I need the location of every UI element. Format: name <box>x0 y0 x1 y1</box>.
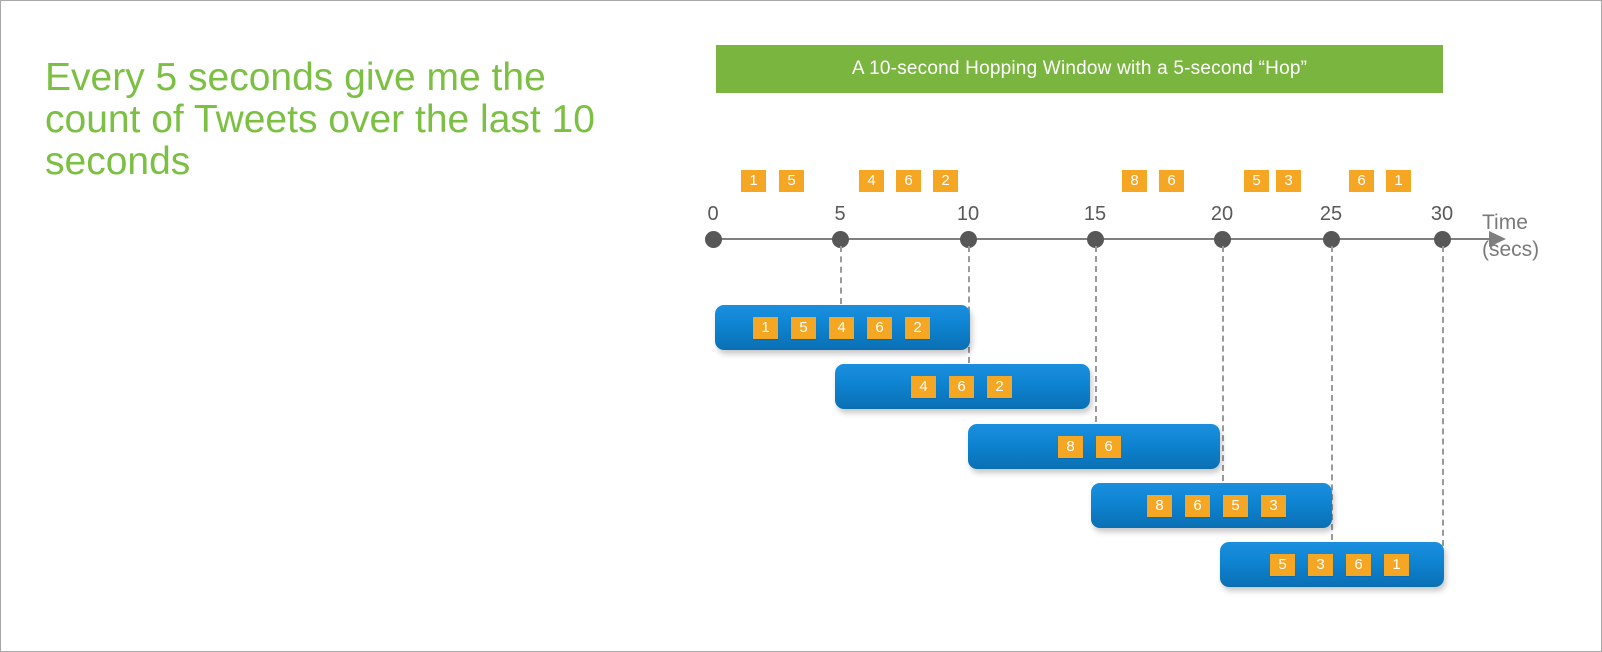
window-boundary-dashed-line <box>1222 246 1224 481</box>
axis-tick-label: 15 <box>1083 203 1107 225</box>
axis-tick-dot <box>1087 231 1104 248</box>
window-boundary-dashed-line <box>1095 246 1097 422</box>
window-event-chip: 4 <box>911 375 936 398</box>
axis-tick-dot <box>1323 231 1340 248</box>
banner-title: A 10-second Hopping Window with a 5-seco… <box>851 58 1308 79</box>
axis-tick-label: 10 <box>956 203 980 225</box>
window-event-chip: 6 <box>949 375 974 398</box>
axis-tick-label: 20 <box>1210 203 1234 225</box>
event-chip: 5 <box>1244 170 1269 192</box>
window-boundary-dashed-line <box>840 246 842 304</box>
event-chip: 6 <box>1349 170 1374 192</box>
event-chip: 1 <box>1386 170 1411 192</box>
window-event-chip: 3 <box>1308 553 1333 576</box>
window-event-chip: 2 <box>987 375 1012 398</box>
page-title: Every 5 seconds give me the count of Twe… <box>45 56 595 183</box>
axis-tick-label: 25 <box>1319 203 1343 225</box>
axis-tick-label: 5 <box>834 203 846 225</box>
window-event-chip: 4 <box>829 316 854 339</box>
event-chip: 6 <box>1159 170 1184 192</box>
axis-tick-dot <box>705 231 722 248</box>
event-chip: 6 <box>896 170 921 192</box>
axis-tick-label: 0 <box>707 203 719 225</box>
window-event-chip: 5 <box>1270 553 1295 576</box>
window-event-chip: 6 <box>1346 553 1371 576</box>
window-event-chip: 5 <box>791 316 816 339</box>
window-event-chip: 8 <box>1058 435 1083 458</box>
window-boundary-dashed-line <box>1331 246 1333 540</box>
window-event-chip: 6 <box>867 316 892 339</box>
window-event-chip: 5 <box>1223 494 1248 517</box>
axis-tick-dot <box>960 231 977 248</box>
window-event-chip: 8 <box>1147 494 1172 517</box>
axis-caption-line-1: Time <box>1482 211 1528 234</box>
window-boundary-dashed-line <box>968 246 970 363</box>
event-chip: 2 <box>933 170 958 192</box>
window-event-chip: 1 <box>753 316 778 339</box>
banner: A 10-second Hopping Window with a 5-seco… <box>716 45 1443 93</box>
window-event-chip: 6 <box>1096 435 1121 458</box>
window-boundary-dashed-line <box>1442 246 1444 556</box>
axis-caption-line-2: (secs) <box>1482 238 1540 261</box>
window-event-chip: 6 <box>1185 494 1210 517</box>
axis-tick-dot <box>1434 231 1451 248</box>
event-chip: 5 <box>779 170 804 192</box>
event-chip: 1 <box>741 170 766 192</box>
axis-tick-dot <box>832 231 849 248</box>
event-chip: 8 <box>1122 170 1147 192</box>
time-axis-arrow-icon <box>1489 231 1506 247</box>
axis-tick-dot <box>1214 231 1231 248</box>
time-axis-caption: Time (secs) <box>1482 209 1539 263</box>
window-event-chip: 3 <box>1261 494 1286 517</box>
window-event-chip: 1 <box>1384 553 1409 576</box>
window-event-chip: 2 <box>905 316 930 339</box>
event-chip: 3 <box>1276 170 1301 192</box>
axis-tick-label: 30 <box>1430 203 1454 225</box>
event-chip: 4 <box>859 170 884 192</box>
